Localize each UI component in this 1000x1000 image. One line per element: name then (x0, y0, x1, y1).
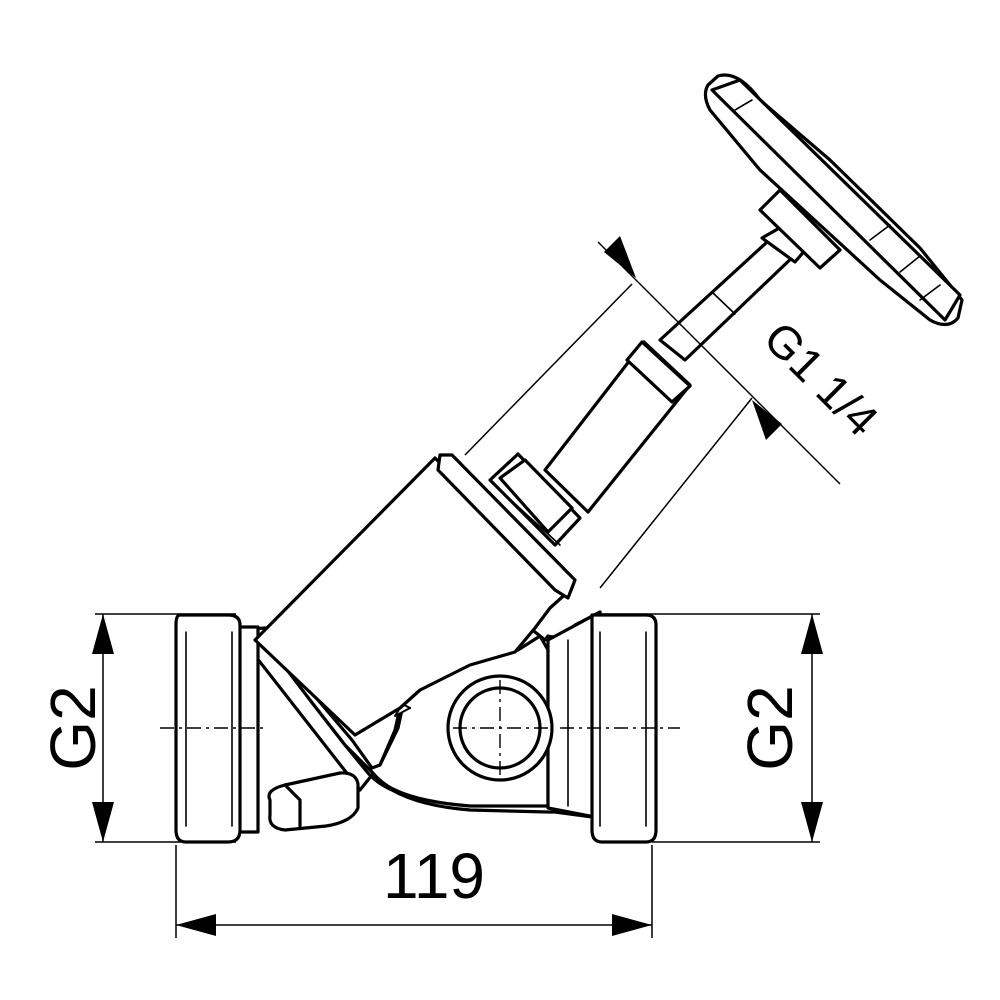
dimension-outlet-thread: G2 (598, 613, 823, 843)
arrowhead-right (612, 914, 652, 936)
length-dimension-label: 119 (383, 840, 485, 912)
arrowhead-left (176, 914, 216, 936)
outlet-thread-label: G2 (734, 685, 806, 770)
dimension-inlet-thread: G2 (37, 613, 236, 843)
handwheel (703, 73, 964, 327)
inlet-thread-label: G2 (37, 685, 109, 770)
dimension-length: 119 (175, 840, 653, 938)
drain-cock (267, 771, 360, 832)
bonnet-assembly (253, 220, 814, 737)
outlet-flange (546, 610, 658, 844)
center-lines (160, 680, 680, 775)
